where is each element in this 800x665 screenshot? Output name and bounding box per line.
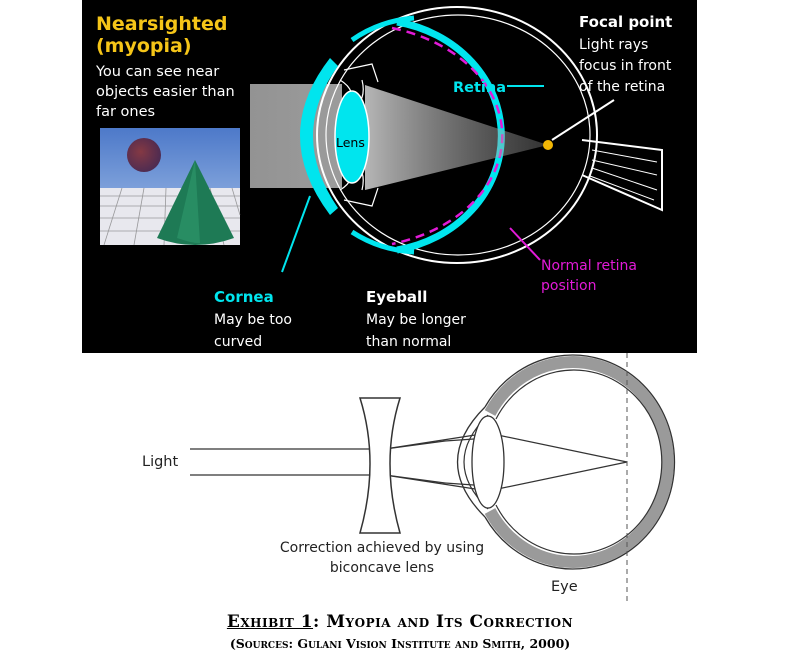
lens-label: Lens xyxy=(336,135,365,150)
lens-shape xyxy=(334,90,370,184)
focal-line-2: focus in front xyxy=(579,58,672,74)
normal-retina-line-1: Normal retina xyxy=(541,258,637,274)
exhibit-number: Exhibit 1 xyxy=(226,612,314,632)
desc-line-3: far ones xyxy=(96,104,155,120)
biconcave-lens xyxy=(358,397,402,534)
normal-retina-pointer-line xyxy=(509,227,541,261)
refracted-light-cone xyxy=(365,85,548,190)
cornea-pointer-line xyxy=(281,195,311,273)
optic-nerve xyxy=(581,139,663,212)
focal-line-1: Light rays xyxy=(579,37,648,53)
focal-pointer-line xyxy=(551,99,615,141)
cornea-shape xyxy=(300,58,338,215)
retina-label: Retina xyxy=(453,80,506,96)
title-nearsighted: Nearsighted xyxy=(96,13,228,35)
incoming-light-beam xyxy=(250,84,342,188)
sources-caption: (Sources: Gulani Vision Institute and Sm… xyxy=(229,636,571,651)
eyeball-title: Eyeball xyxy=(366,288,427,306)
cornea-title: Cornea xyxy=(214,288,274,306)
eyeball-line-1: May be longer xyxy=(366,312,466,328)
desc-line-1: You can see near xyxy=(95,64,219,80)
eyeball-line-2: than normal xyxy=(366,334,451,350)
eye-lens xyxy=(471,415,505,509)
correction-diagram-panel: Light Correction achieved by using bicon… xyxy=(0,353,800,603)
myopia-diagram-panel: Nearsighted (myopia) You can see near ob… xyxy=(82,0,697,353)
correction-diagram-svg: Light Correction achieved by using bicon… xyxy=(142,353,676,603)
ball-shape xyxy=(127,138,161,172)
cornea-line-2: curved xyxy=(214,334,262,350)
exhibit-caption: Exhibit 1: Myopia and Its Correction xyxy=(0,612,800,632)
title-myopia: (myopia) xyxy=(96,35,192,57)
correction-line-2: biconcave lens xyxy=(330,560,434,576)
focal-point-title: Focal point xyxy=(579,13,672,31)
cornea-line-1: May be too xyxy=(214,312,292,328)
correction-line-1: Correction achieved by using xyxy=(280,540,484,556)
focal-point-dot xyxy=(543,140,553,150)
focal-line-3: of the retina xyxy=(579,79,665,95)
normal-retina-line-2: position xyxy=(541,278,596,294)
eye-label: Eye xyxy=(551,579,578,595)
blurred-scene-picture xyxy=(100,128,241,246)
light-rays xyxy=(190,432,628,492)
eye-outline xyxy=(456,354,676,570)
light-label: Light xyxy=(142,454,179,470)
exhibit-title: : Myopia and Its Correction xyxy=(313,612,574,632)
myopia-diagram-svg: Nearsighted (myopia) You can see near ob… xyxy=(95,6,672,350)
desc-line-2: objects easier than xyxy=(96,84,235,100)
